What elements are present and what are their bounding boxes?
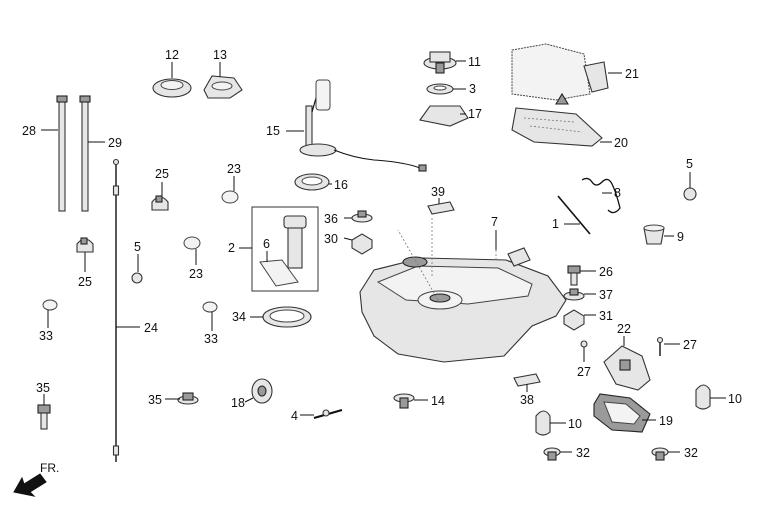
callout-10b: 10 — [728, 392, 742, 406]
callout-7: 7 — [491, 215, 498, 229]
part-fuel-pump-box-2 — [239, 206, 319, 292]
callout-1: 1 — [552, 217, 559, 231]
callout-5b: 5 — [686, 157, 693, 171]
callout-23b: 23 — [189, 267, 203, 281]
callout-38: 38 — [520, 393, 534, 407]
part-tube-29 — [79, 95, 105, 212]
callout-25b: 25 — [78, 275, 92, 289]
callout-6: 6 — [263, 237, 270, 251]
callout-30: 30 — [324, 232, 338, 246]
part-clamp-25b — [76, 237, 94, 272]
part-washer-37 — [563, 288, 596, 301]
part-bolt-35a — [37, 394, 51, 430]
callout-37: 37 — [599, 288, 613, 302]
callout-39: 39 — [431, 185, 445, 199]
part-cable-24 — [112, 158, 140, 462]
callout-32b: 32 — [684, 446, 698, 460]
callout-32a: 32 — [576, 446, 590, 460]
callout-15: 15 — [266, 124, 280, 138]
callout-33b: 33 — [204, 332, 218, 346]
part-nut-31 — [563, 309, 596, 331]
callout-14: 14 — [431, 394, 445, 408]
part-fuel-sender-15 — [286, 79, 427, 172]
callout-29: 29 — [108, 136, 122, 150]
callout-21: 21 — [625, 67, 639, 81]
part-cap-9 — [643, 224, 674, 245]
callout-4: 4 — [291, 409, 298, 423]
callout-17: 17 — [468, 107, 482, 121]
part-fuel-cap-11 — [423, 51, 466, 74]
part-bracket-20 — [511, 107, 612, 147]
callout-13: 13 — [213, 48, 227, 62]
part-nut-30 — [343, 233, 373, 255]
callout-5a: 5 — [134, 240, 141, 254]
callout-24: 24 — [144, 321, 158, 335]
part-fuel-tank-7 — [359, 218, 567, 363]
callout-20: 20 — [614, 136, 628, 150]
part-bolt-26 — [567, 265, 596, 286]
part-canister-19 — [593, 393, 656, 433]
callout-26: 26 — [599, 265, 613, 279]
callout-10a: 10 — [568, 417, 582, 431]
part-cap-ring-17 — [419, 105, 469, 127]
callout-35b: 35 — [148, 393, 162, 407]
callout-34: 34 — [232, 310, 246, 324]
part-clamp-25a — [151, 182, 169, 211]
part-spring-8 — [581, 177, 621, 214]
part-bolt-35b — [165, 392, 199, 405]
part-pad-39 — [427, 198, 455, 215]
callout-35a: 35 — [36, 381, 50, 395]
callout-31: 31 — [599, 309, 613, 323]
callout-36: 36 — [324, 212, 338, 226]
part-fastener-32a — [543, 447, 572, 461]
part-washer-36 — [344, 210, 373, 223]
part-seal-3 — [426, 83, 466, 95]
part-valve-22 — [603, 336, 651, 391]
part-tube-28 — [41, 95, 68, 212]
callout-18: 18 — [231, 396, 245, 410]
part-hose-clip-23a — [221, 176, 239, 204]
part-gasket-13 — [203, 62, 243, 99]
part-clip-33b — [202, 301, 218, 331]
part-clip-33a — [42, 299, 58, 328]
part-grommet-10a — [535, 410, 566, 436]
part-o-ring-16 — [294, 173, 332, 191]
part-o-ring-34 — [250, 306, 312, 328]
callout-23a: 23 — [227, 162, 241, 176]
callout-27a: 27 — [577, 365, 591, 379]
callout-2: 2 — [228, 241, 235, 255]
callout-16: 16 — [334, 178, 348, 192]
part-grommet-10b — [695, 384, 726, 410]
direction-label: FR. — [40, 461, 59, 475]
part-hose-clip-23b — [183, 236, 201, 265]
callout-22: 22 — [617, 322, 631, 336]
part-clip-5a — [131, 254, 143, 284]
part-hose-4 — [300, 408, 343, 420]
front-direction-arrow: FR. — [13, 461, 59, 497]
callout-8: 8 — [614, 186, 621, 200]
callout-28: 28 — [22, 124, 36, 138]
part-seal-12 — [152, 62, 192, 98]
callout-12: 12 — [165, 48, 179, 62]
callout-3: 3 — [469, 82, 476, 96]
part-cover-21 — [511, 43, 622, 105]
part-fuel-pump-6 — [259, 215, 307, 287]
part-screw-27a — [580, 340, 588, 362]
part-pad-38 — [513, 373, 541, 392]
part-grommet-18 — [244, 378, 273, 404]
callout-33a: 33 — [39, 329, 53, 343]
part-rod-1 — [557, 195, 591, 235]
callout-9: 9 — [677, 230, 684, 244]
part-fastener-32b — [651, 447, 680, 461]
part-screw-27b — [656, 336, 680, 356]
part-clip-14 — [393, 393, 428, 409]
callout-11: 11 — [468, 55, 481, 69]
callout-19: 19 — [659, 414, 673, 428]
callout-25a: 25 — [155, 167, 169, 181]
part-clip-5b — [683, 172, 697, 201]
callout-27b: 27 — [683, 338, 697, 352]
callout-labels: 1 2 3 4 5 5 6 7 8 9 10 10 11 12 13 14 15… — [22, 48, 742, 460]
